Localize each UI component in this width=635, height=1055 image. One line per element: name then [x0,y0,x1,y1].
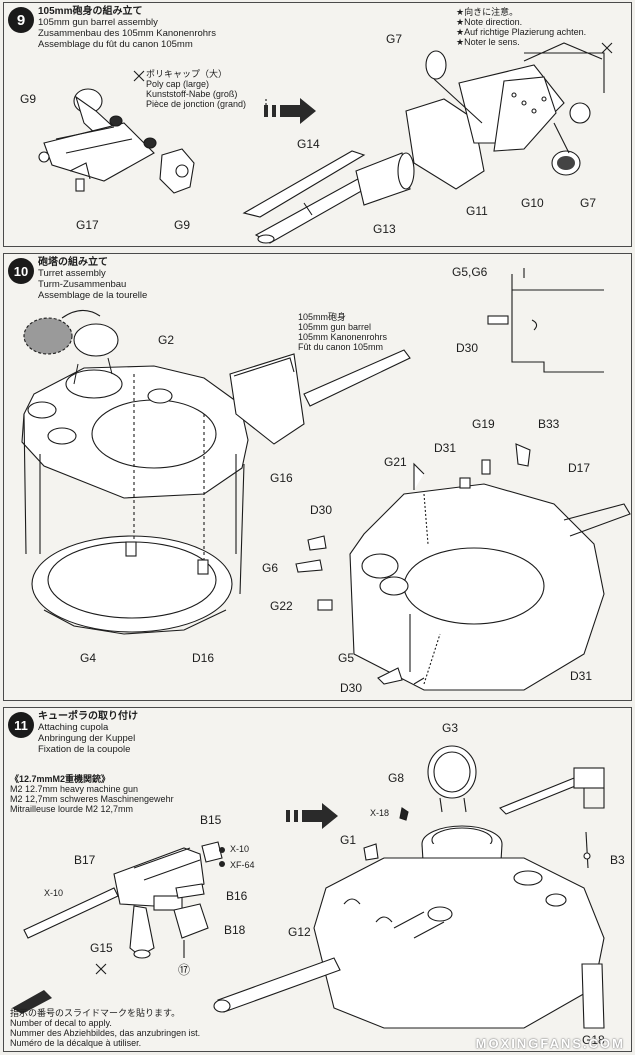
part-label-d30: D30 [456,341,479,355]
title-de: Anbringung der Kuppel [38,733,136,744]
step-11-drawing [12,745,605,1029]
part-label-g5: G5 [338,651,355,665]
part-label-b3: B3 [610,853,625,867]
part-label-g4: G4 [80,651,97,665]
step-title: 105mm砲身の組み立て 105mm gun barrel assembly Z… [38,6,216,50]
paint-code-xf64: XF-64 [230,860,255,870]
part-label-g17: G17 [76,218,99,232]
step-title: 砲塔の組み立て Turret assembly Turm-Zusammenbau… [38,257,147,301]
part-label-d17: D17 [568,461,591,475]
part-label-g5-g6: G5,G6 [452,265,488,279]
title-fr: Assemblage de la tourelle [38,290,148,301]
part-label-g1: G1 [340,833,357,847]
part-label-g18: G18 [582,1033,605,1047]
step-number-badge: 10 [8,258,34,284]
part-label-g10: G10 [521,196,544,210]
paint-code-x10: X-10 [230,844,250,854]
machine-gun-note: 《12.7mmM2重機関銃》 M2 12.7mm heavy machine g… [10,774,174,814]
part-label-g11: G11 [466,204,488,218]
part-label-g12: G12 [288,925,311,939]
decal-note: 指示の番号のスライドマークを貼ります。 Number of decal to a… [10,1008,201,1048]
step-10-panel: 10 砲塔の組み立て Turret assembly Turm-Zusammen… [3,253,632,701]
part-label-b17: B17 [74,853,96,867]
watermark: MOXINGFANS.COM [475,1036,625,1051]
part-label-g14: G14 [297,137,320,151]
part-label-d31: D31 [434,441,457,455]
part-label-g19: G19 [472,417,495,431]
decal-number-17: ⑰ [178,963,191,977]
step-number-badge: 9 [8,7,34,33]
part-label-b18: B18 [224,923,246,937]
part-label-g9: G9 [174,218,191,232]
step-9-drawing [38,42,613,244]
title-de: Zusammenbau des 105mm Kanonenrohrs [38,28,216,39]
title-fr: Fixation de la coupole [38,744,131,755]
part-label-g16: G16 [270,471,293,485]
part-label-g7: G7 [580,196,597,210]
title-en: Attaching cupola [38,722,109,733]
paint-code-x18: X-18 [370,808,390,818]
part-label-g21: G21 [384,455,407,469]
barrel-note: 105mm砲身 105mm gun barrel 105mm Kanonenro… [298,312,388,352]
part-label-g22: G22 [270,599,293,613]
part-label-g3: G3 [442,721,459,735]
step-title: キューポラの取り付け Attaching cupola Anbringung d… [38,711,138,755]
part-label-g2: G2 [158,333,175,347]
part-label-b16: B16 [226,889,248,903]
part-label-d30: D30 [340,681,363,695]
polycap-note: ポリキャップ（大） Poly cap (large) Kunststoff-Na… [146,69,247,109]
part-label-g9: G9 [20,92,37,106]
part-label-b33: B33 [538,417,560,431]
step-10-drawing [21,268,631,691]
title-jp: 105mm砲身の組み立て [38,6,143,17]
paint-code-x10: X-10 [44,888,64,898]
direction-notes: ★向きに注意。 ★Note direction. ★Auf richtige P… [456,7,587,47]
title-jp: 砲塔の組み立て [38,257,108,268]
step-9-panel: 9 105mm砲身の組み立て 105mm gun barrel assembly… [3,2,632,247]
title-de: Turm-Zusammenbau [38,279,127,290]
part-label-g8: G8 [388,771,405,785]
part-label-d16: D16 [192,651,215,665]
step-number-badge: 11 [8,712,34,738]
part-label-d30: D30 [310,503,333,517]
part-label-b15: B15 [200,813,222,827]
title-jp: キューポラの取り付け [38,711,138,722]
part-label-g15: G15 [90,941,113,955]
title-en: 105mm gun barrel assembly [38,17,158,28]
part-label-g13: G13 [373,222,396,236]
part-label-g7: G7 [386,32,403,46]
step-11-panel: 11 キューポラの取り付け Attaching cupola Anbringun… [3,707,632,1052]
part-label-d31: D31 [570,669,593,683]
title-fr: Assemblage du fût du canon 105mm [38,39,193,50]
part-label-g6: G6 [262,561,279,575]
title-en: Turret assembly [38,268,106,279]
